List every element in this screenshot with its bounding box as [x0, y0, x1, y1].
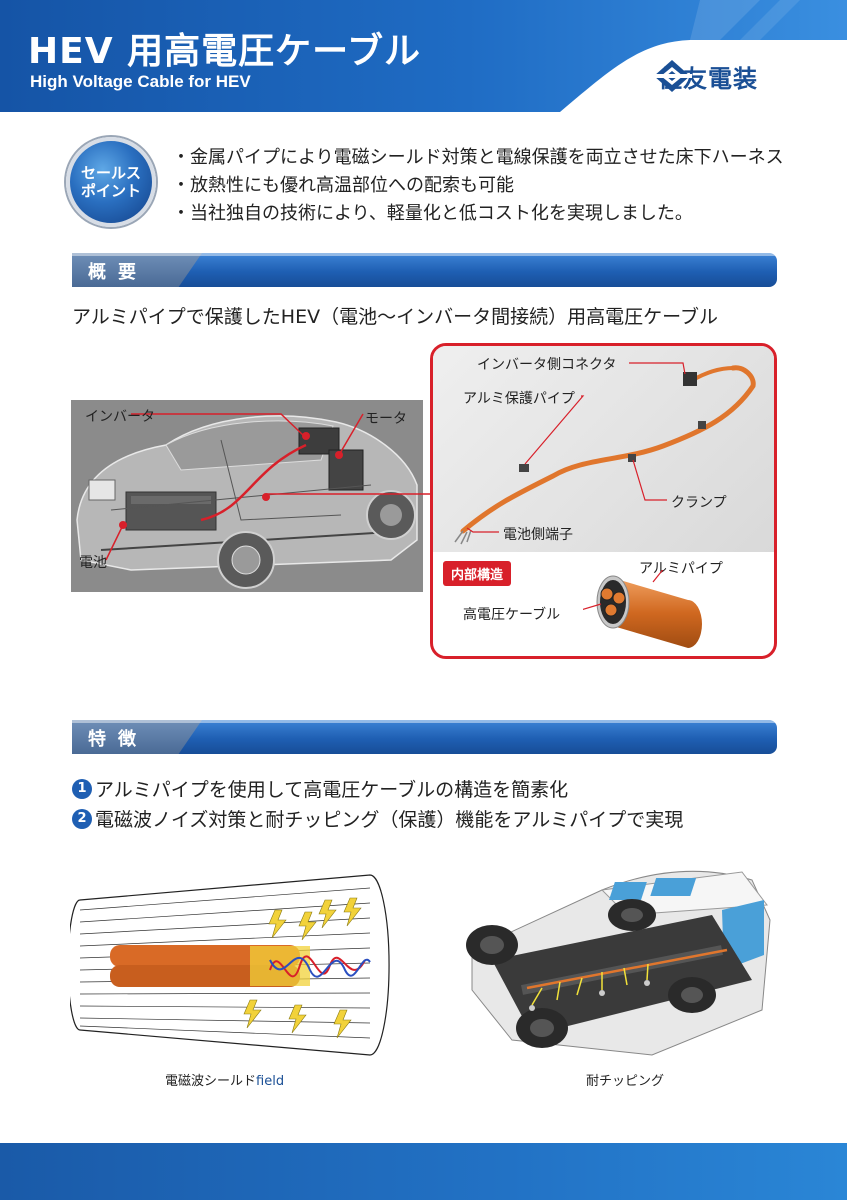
battery-label: 電池	[79, 555, 107, 571]
feature-text: アルミパイプを使用して高電圧ケーブルの構造を簡素化	[95, 779, 569, 801]
cable-photo	[433, 346, 774, 552]
shield-caption: 電磁波シールドfield	[165, 1070, 284, 1089]
features-section-bar: 特徴	[72, 720, 777, 754]
sales-point-list: ・金属パイプにより電磁シールド対策と電線保護を両立させた床下ハーネス ・放熱性に…	[172, 144, 812, 228]
hv-cable-label: 高電圧ケーブル	[463, 607, 561, 623]
shield-caption-prefix: 電磁波シールド	[165, 1074, 257, 1089]
car-illustration	[71, 400, 423, 592]
feature-text: 電磁波ノイズ対策と耐チッピング（保護）機能をアルミパイプで実現	[95, 809, 684, 831]
feature-number: 2	[72, 808, 92, 829]
overview-description: アルミパイプで保護したHEV（電池～インバータ間接続）用高電圧ケーブル	[72, 306, 718, 328]
connector-line	[266, 493, 432, 495]
inverter-connector-label: インバータ側コネクタ	[477, 357, 617, 373]
feature-item: 1 アルミパイプを使用して高電圧ケーブルの構造を簡素化	[72, 775, 568, 802]
car-underside-illustration	[466, 870, 771, 1056]
motor-label: モータ	[365, 411, 407, 427]
sales-point-item: ・放熱性にも優れ高温部位への配索も可能	[172, 175, 514, 196]
page-title: HEV 用高電圧ケーブル	[28, 31, 421, 72]
feature-number: 1	[72, 778, 92, 799]
battery-terminal-label: 電池側端子	[503, 527, 573, 543]
aluminum-pipe-label: アルミ保護パイプ	[463, 391, 575, 407]
shield-caption-suffix: field	[256, 1074, 285, 1089]
feature-item: 2 電磁波ノイズ対策と耐チッピング（保護）機能をアルミパイプで実現	[72, 805, 683, 832]
sales-point-item: ・金属パイプにより電磁シールド対策と電線保護を両立させた床下ハーネス	[172, 147, 784, 168]
car-xray-diagram: インバータ モータ 電池	[71, 400, 423, 592]
pipe-cross-section-illustration	[583, 570, 702, 648]
cable-photo-frame: インバータ側コネクタ アルミ保護パイプ クランプ 電池側端子 内部構造 アルミパ…	[430, 343, 777, 659]
company-logo: 住友電装	[652, 58, 758, 94]
internal-structure-badge: 内部構造	[443, 561, 512, 586]
cable-illustration	[454, 365, 756, 545]
sumitomo-logo-icon	[652, 60, 692, 92]
chipping-caption: 耐チッピング	[586, 1074, 665, 1089]
overview-section-bar: 概要	[72, 253, 777, 287]
header: HEV 用高電圧ケーブル High Voltage Cable for HEV …	[0, 0, 847, 112]
badge-line-1: セールス	[80, 164, 141, 182]
page-subtitle: High Voltage Cable for HEV	[30, 72, 251, 91]
overview-heading: 概要	[88, 262, 148, 283]
footer-bar	[0, 1143, 847, 1200]
sales-point-badge: セールス ポイント	[66, 137, 156, 227]
inverter-label: インバータ	[85, 409, 155, 425]
sales-point-item: ・当社独自の技術により、軽量化と低コスト化を実現しました。	[172, 203, 693, 224]
features-heading: 特徴	[88, 729, 148, 750]
clamp-label: クランプ	[671, 495, 727, 511]
header-background	[0, 0, 847, 112]
cable-leader-lines	[466, 362, 686, 533]
badge-line-2: ポイント	[80, 182, 141, 200]
em-shield-illustration	[70, 874, 390, 1056]
